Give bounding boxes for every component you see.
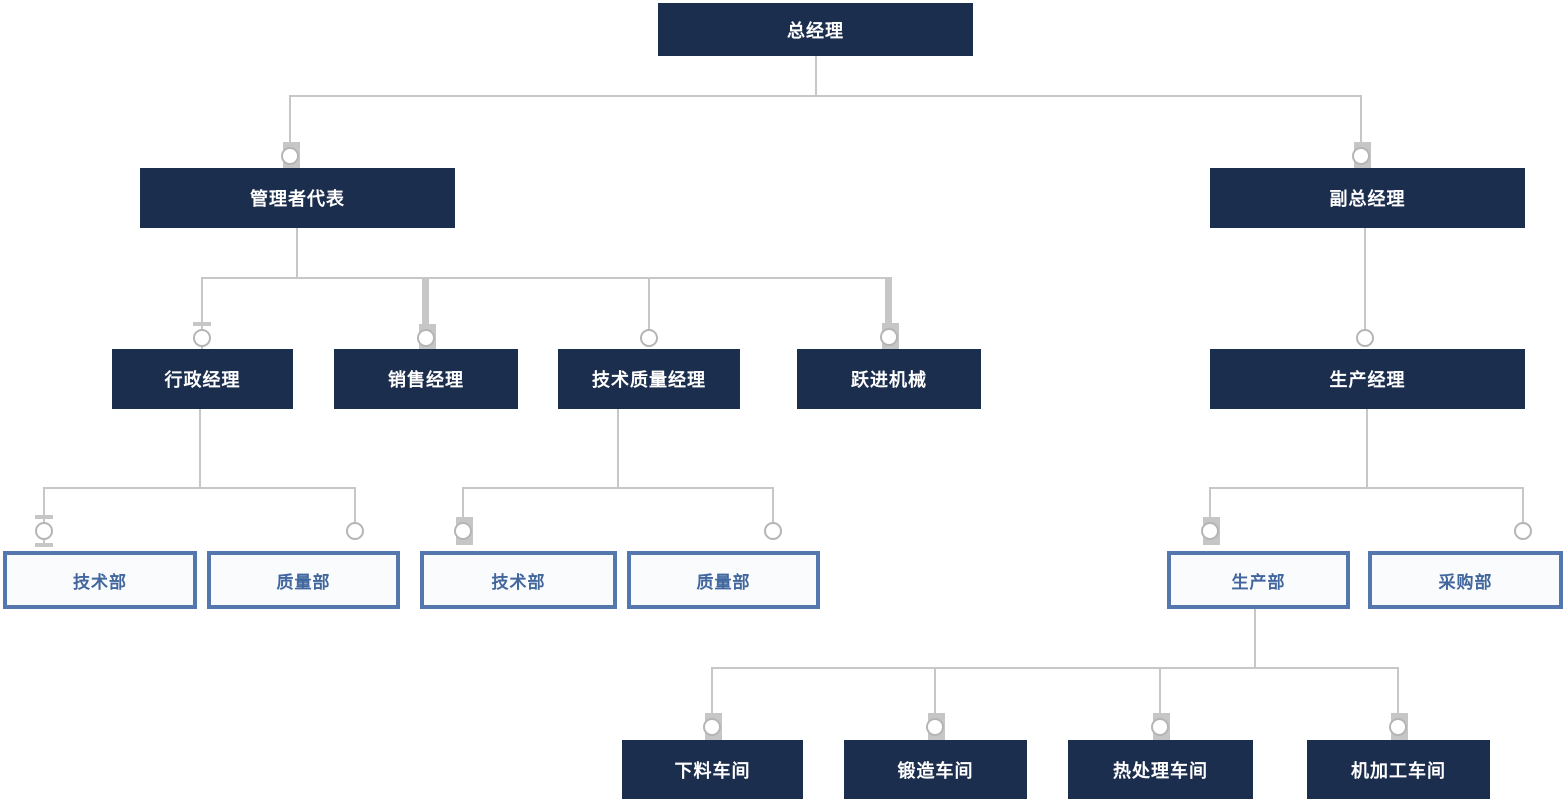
connector-handle-circle bbox=[417, 329, 435, 347]
org-node-heat-treatment-workshop[interactable]: 热处理车间 bbox=[1068, 740, 1253, 799]
connector-drop bbox=[1522, 487, 1524, 531]
org-node-label: 生产经理 bbox=[1329, 370, 1406, 391]
connector-handle-circle bbox=[1514, 522, 1532, 540]
connector-rail bbox=[1210, 487, 1523, 489]
org-node-label: 机加工车间 bbox=[1351, 760, 1446, 782]
org-node-label: 锻造车间 bbox=[897, 760, 974, 782]
connector-drop bbox=[934, 667, 936, 723]
org-node-cutting-workshop[interactable]: 下料车间 bbox=[622, 740, 803, 799]
connector-handle-circle bbox=[35, 522, 53, 540]
connector-stem bbox=[296, 228, 298, 278]
connector-drop bbox=[1364, 228, 1366, 338]
org-node-label: 热处理车间 bbox=[1113, 760, 1208, 782]
connector-stem bbox=[617, 409, 619, 488]
connector-stem bbox=[815, 56, 817, 96]
org-node-label: 副总经理 bbox=[1329, 189, 1406, 210]
connector-rail bbox=[202, 277, 889, 279]
org-node-quality-dept-1[interactable]: 质量部 bbox=[207, 551, 400, 609]
connector-handle-circle bbox=[454, 522, 472, 540]
org-node-admin-manager[interactable]: 行政经理 bbox=[112, 349, 293, 409]
connector-drop bbox=[648, 277, 650, 338]
connector-drop bbox=[201, 277, 203, 338]
org-node-yuejin-machinery[interactable]: 跃进机械 bbox=[797, 349, 981, 409]
connector-handle-circle bbox=[1151, 718, 1169, 736]
connector-drop bbox=[422, 277, 429, 334]
org-node-deputy-general-manager[interactable]: 副总经理 bbox=[1210, 168, 1525, 228]
connector-drop bbox=[1209, 487, 1211, 527]
connector-stem bbox=[199, 409, 201, 488]
connector-handle-circle bbox=[346, 522, 364, 540]
connector-handle-circle bbox=[281, 147, 299, 165]
connector-handle-tick bbox=[193, 322, 211, 326]
connector-rail bbox=[290, 95, 1361, 97]
org-node-management-rep[interactable]: 管理者代表 bbox=[140, 168, 455, 228]
org-node-label: 生产部 bbox=[1231, 572, 1286, 593]
org-node-label: 采购部 bbox=[1438, 572, 1493, 593]
connector-drop bbox=[1159, 667, 1161, 723]
connector-drop bbox=[354, 487, 356, 531]
org-node-tech-dept-2[interactable]: 技术部 bbox=[420, 551, 617, 609]
connector-handle-circle bbox=[926, 718, 944, 736]
org-node-production-dept[interactable]: 生产部 bbox=[1167, 551, 1350, 609]
connector-handle-circle bbox=[1389, 718, 1407, 736]
connector-drop bbox=[885, 277, 892, 333]
connector-rail bbox=[463, 487, 773, 489]
org-node-tech-dept-1[interactable]: 技术部 bbox=[3, 551, 197, 609]
connector-rail bbox=[44, 487, 355, 489]
connector-stem bbox=[1254, 609, 1256, 668]
connector-drop bbox=[711, 667, 713, 723]
connector-drop bbox=[1397, 667, 1399, 723]
connector-handle-circle bbox=[703, 718, 721, 736]
connector-stem bbox=[1366, 409, 1368, 488]
org-node-purchasing-dept[interactable]: 采购部 bbox=[1368, 551, 1563, 609]
connector-drop bbox=[772, 487, 774, 531]
connector-drop bbox=[289, 95, 291, 156]
org-node-label: 技术质量经理 bbox=[592, 370, 706, 391]
connector-handle-circle bbox=[880, 328, 898, 346]
org-node-label: 质量部 bbox=[696, 572, 751, 593]
connector-handle-circle bbox=[1352, 147, 1370, 165]
connector-drop bbox=[43, 487, 45, 531]
org-node-label: 技术部 bbox=[491, 572, 546, 593]
org-node-label: 质量部 bbox=[276, 572, 331, 593]
org-node-tech-quality-manager[interactable]: 技术质量经理 bbox=[558, 349, 740, 409]
org-node-forging-workshop[interactable]: 锻造车间 bbox=[844, 740, 1027, 799]
org-node-label: 行政经理 bbox=[164, 370, 241, 391]
org-node-label: 下料车间 bbox=[674, 760, 751, 782]
org-node-quality-dept-2[interactable]: 质量部 bbox=[627, 551, 820, 609]
org-node-general-manager[interactable]: 总经理 bbox=[658, 3, 973, 56]
org-node-label: 总经理 bbox=[787, 20, 844, 42]
connector-drop bbox=[462, 487, 464, 527]
connector-handle-tick bbox=[35, 543, 53, 547]
org-node-label: 销售经理 bbox=[388, 370, 464, 391]
connector-handle-circle bbox=[640, 329, 658, 347]
connector-rail bbox=[712, 667, 1398, 669]
connector-handle-circle bbox=[193, 329, 211, 347]
connector-handle-circle bbox=[1201, 522, 1219, 540]
org-node-label: 技术部 bbox=[73, 572, 127, 593]
org-node-label: 管理者代表 bbox=[250, 189, 345, 210]
org-node-production-manager[interactable]: 生产经理 bbox=[1210, 349, 1525, 409]
connector-handle-circle bbox=[1356, 329, 1374, 347]
org-node-machining-workshop[interactable]: 机加工车间 bbox=[1307, 740, 1490, 799]
connector-handle-circle bbox=[764, 522, 782, 540]
org-node-label: 跃进机械 bbox=[851, 370, 927, 391]
connector-drop bbox=[1360, 95, 1362, 156]
connector-handle-tick bbox=[35, 515, 53, 519]
org-node-sales-manager[interactable]: 销售经理 bbox=[334, 349, 518, 409]
